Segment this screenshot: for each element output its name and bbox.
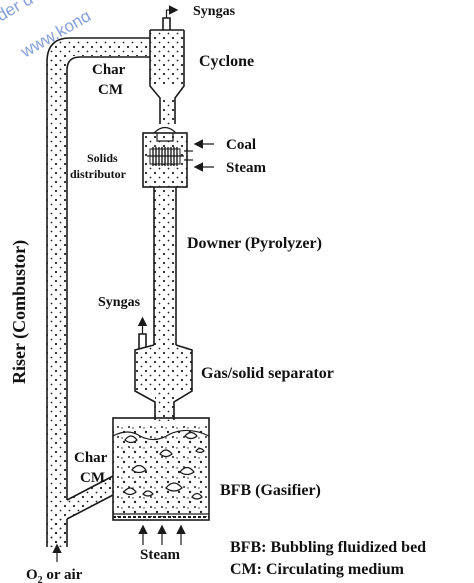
label-cm-bottom: CM — [80, 470, 105, 486]
legend-bfb: BFB: Bubbling fluidized bed — [230, 539, 426, 556]
label-char-bottom: Char — [74, 450, 108, 466]
watermark-text-1: der ɑ — [0, 0, 36, 25]
label-o2-air: O2 or air — [26, 567, 83, 583]
bfb-gasifier — [112, 417, 210, 545]
label-cm-top: CM — [98, 82, 123, 98]
downer-tube — [153, 187, 177, 345]
label-steam-right: Steam — [226, 160, 266, 176]
legend-cm: CM: Circulating medium — [230, 561, 405, 578]
label-syngas-mid: Syngas — [98, 295, 141, 310]
label-coal: Coal — [226, 137, 256, 153]
riser-tube — [46, 37, 150, 547]
riser-bottom-link — [49, 475, 114, 562]
label-solids-distributor-1: Solids — [87, 151, 118, 165]
solids-distributor — [142, 126, 214, 188]
label-o2-sub: 2 — [38, 575, 43, 583]
label-downer: Downer (Pyrolyzer) — [187, 235, 322, 252]
gas-solid-separator — [134, 316, 193, 421]
label-riser: Riser (Combustor) — [9, 240, 30, 384]
label-bfb: BFB (Gasifier) — [220, 482, 321, 499]
label-o2-prefix: O — [26, 567, 38, 583]
cyclone — [149, 5, 185, 126]
label-cyclone: Cyclone — [199, 53, 254, 70]
label-char-top: Char — [92, 62, 126, 78]
label-steam-bottom: Steam — [140, 547, 180, 563]
label-gas-solid-separator: Gas/solid separator — [201, 365, 334, 382]
label-o2-suffix: or air — [43, 567, 83, 583]
label-syngas-top: Syngas — [193, 4, 236, 19]
label-solids-distributor-2: distributor — [70, 167, 127, 181]
